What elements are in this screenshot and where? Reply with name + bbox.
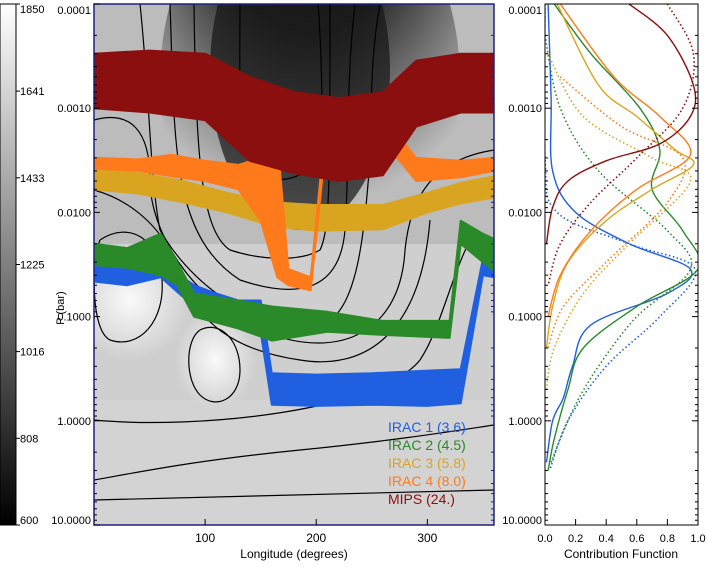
side-panel: 0.0001 0.0010 0.0100 0.1000 1.0000 10.0000 0.… bbox=[502, 3, 706, 561]
side-xlabel: Contribution Function bbox=[564, 547, 678, 561]
colorbar-tick-label: 600 bbox=[20, 515, 38, 527]
contribution-line-9 bbox=[545, 4, 697, 244]
side-y-ticks: 0.0001 0.0010 0.0100 0.1000 1.0000 10.0000 bbox=[502, 3, 698, 527]
side-y-tick-label: 0.0010 bbox=[508, 103, 542, 115]
legend-entry: IRAC 2 (4.5) bbox=[388, 437, 466, 453]
contribution-line-7 bbox=[547, 4, 692, 317]
colorbar-tick-label: 808 bbox=[20, 433, 38, 445]
colorbar-tick-label: 1850 bbox=[20, 4, 44, 16]
side-x-tick-label: 0.4 bbox=[599, 533, 614, 545]
legend-entry: MIPS (24.) bbox=[388, 491, 455, 507]
legend-entry: IRAC 3 (5.8) bbox=[388, 455, 466, 471]
contribution-line-5 bbox=[545, 4, 695, 349]
legend-entry: IRAC 4 (8.0) bbox=[388, 473, 466, 489]
contribution-line-2 bbox=[545, 4, 697, 471]
main-y-tick-label: 0.0100 bbox=[57, 207, 91, 219]
band-5 bbox=[94, 49, 494, 182]
main-x-ticks: 100 200 300 bbox=[195, 519, 438, 545]
main-frame bbox=[93, 3, 495, 526]
side-frame bbox=[544, 3, 699, 526]
side-y-tick-label: 1.0000 bbox=[508, 416, 542, 428]
colorbar-tick-label: 1225 bbox=[20, 260, 44, 272]
main-x-tick-label: 200 bbox=[306, 531, 326, 545]
main-y-tick-label: 0.0010 bbox=[57, 103, 91, 115]
side-x-tick-label: 0.8 bbox=[660, 533, 675, 545]
side-y-tick-label: 0.0100 bbox=[508, 207, 542, 219]
contribution-line-10 bbox=[547, 4, 695, 286]
main-y-tick-label: 0.0001 bbox=[57, 5, 91, 17]
main-x-tick-label: 300 bbox=[417, 531, 437, 545]
legend-entry: IRAC 1 (3.6) bbox=[388, 419, 466, 435]
main-y-ticks: 0.0001 0.0010 0.0100 0.1000 1.0000 10.0000 bbox=[51, 3, 494, 527]
colorbar: 1850 1641 1433 1225 1016 808 600 bbox=[0, 3, 44, 527]
contribution-line-3 bbox=[547, 4, 698, 471]
main-y-tick-label: 10.0000 bbox=[51, 515, 91, 527]
legend: IRAC 1 (3.6) IRAC 2 (4.5) IRAC 3 (5.8) IRAC… bbox=[388, 419, 466, 507]
main-ylabel: P (bar) bbox=[55, 291, 67, 324]
colorbar-gradient bbox=[0, 3, 17, 526]
colorbar-ticks: 1850 1641 1433 1225 1016 808 600 bbox=[16, 3, 44, 527]
side-x-ticks: 0.0 0.2 0.4 0.6 0.8 1.0 bbox=[537, 519, 706, 545]
colorbar-tick-label: 1641 bbox=[20, 86, 44, 98]
band-2 bbox=[94, 219, 494, 342]
colorbar-tick-label: 1433 bbox=[20, 173, 44, 185]
side-x-tick-label: 0.2 bbox=[568, 533, 583, 545]
colorbar-tick-label: 1016 bbox=[20, 347, 44, 359]
main-x-tick-label: 100 bbox=[195, 531, 215, 545]
contribution-line-8 bbox=[547, 76, 687, 349]
side-x-tick-label: 1.0 bbox=[690, 533, 705, 545]
contribution-line-4 bbox=[545, 35, 693, 463]
main-y-tick-label: 0.1000 bbox=[57, 312, 91, 324]
main-panel: 0.0001 0.0010 0.0100 0.1000 1.0000 10.0000 10… bbox=[51, 3, 495, 561]
side-y-tick-label: 0.0001 bbox=[508, 5, 542, 17]
contribution-lines bbox=[545, 4, 698, 471]
main-xlabel: Longitude (degrees) bbox=[240, 547, 347, 561]
main-y-tick-label: 1.0000 bbox=[57, 416, 91, 428]
side-x-tick-label: 0.6 bbox=[629, 533, 644, 545]
side-x-tick-label: 0.0 bbox=[537, 533, 552, 545]
side-y-tick-label: 10.0000 bbox=[502, 515, 542, 527]
contribution-line-1 bbox=[545, 4, 693, 463]
band-layer bbox=[94, 49, 494, 407]
side-y-tick-label: 0.1000 bbox=[508, 312, 542, 324]
